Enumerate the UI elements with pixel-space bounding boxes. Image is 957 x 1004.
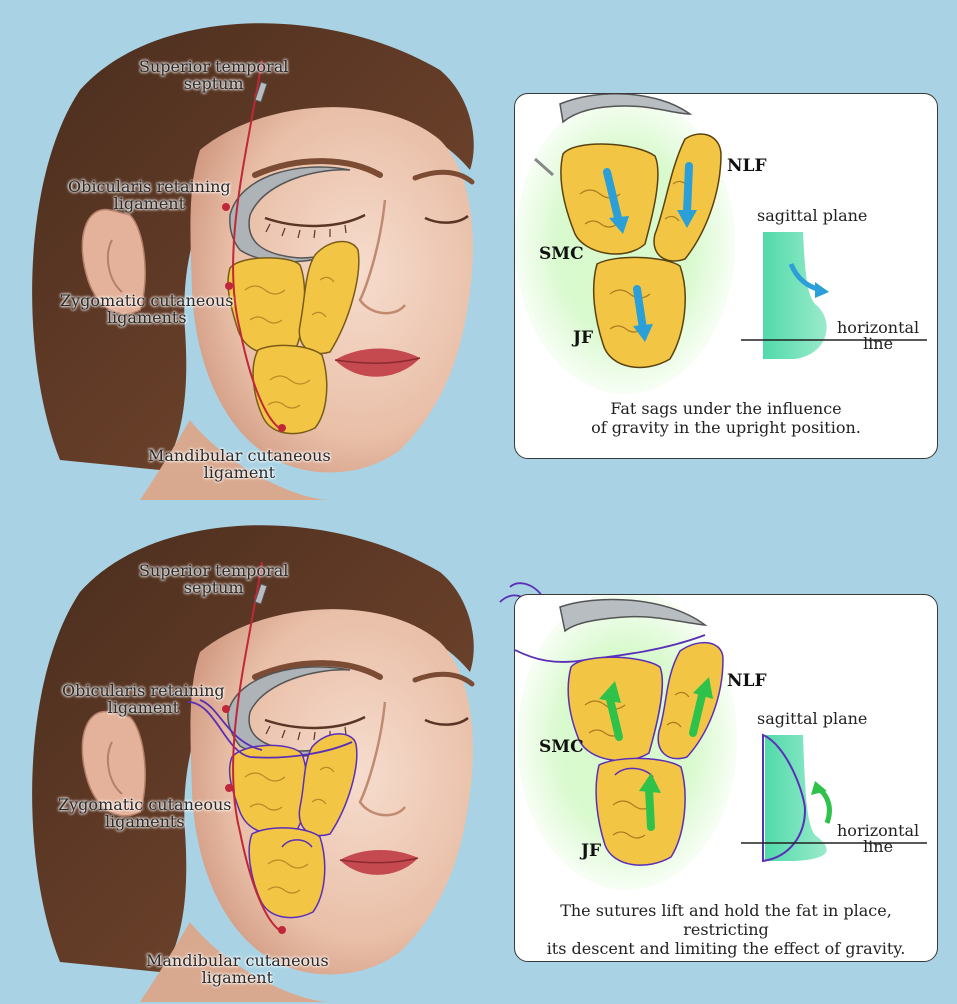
ligament-point	[225, 282, 233, 290]
label-sagittal-plane: sagittal plane	[757, 709, 867, 728]
gravity-arrow-nlf	[687, 166, 689, 212]
ligament-point	[278, 926, 286, 934]
jf-fat-pad	[596, 758, 685, 865]
label-jf: JF	[581, 841, 601, 861]
label-nlf: NLF	[727, 156, 767, 176]
lift-arrow-jf	[649, 789, 651, 827]
lift-arrow-sagittal	[819, 789, 829, 823]
label-nlf: NLF	[727, 671, 767, 691]
jf-fat-pad	[253, 345, 327, 433]
ligament-point	[278, 424, 286, 432]
label-sagittal-plane: sagittal plane	[757, 206, 867, 225]
label-smc: SMC	[539, 244, 584, 264]
caption-suture: The sutures lift and hold the fat in pla…	[515, 901, 937, 958]
label-smc: SMC	[539, 737, 584, 757]
ligament-point	[225, 784, 233, 792]
label-jf: JF	[573, 328, 593, 348]
